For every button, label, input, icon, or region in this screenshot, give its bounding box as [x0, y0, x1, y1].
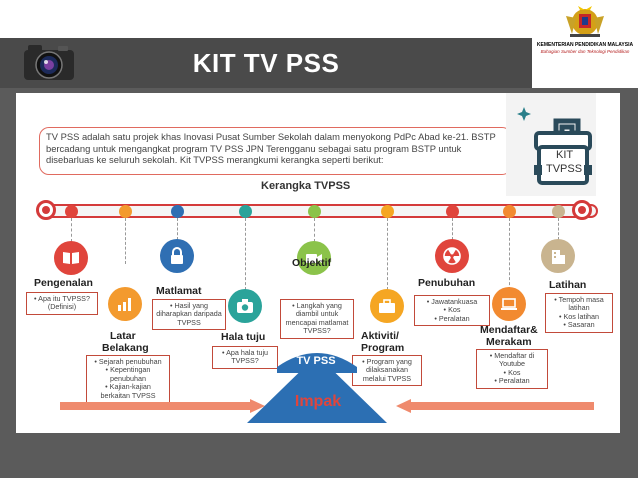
right-arrow [396, 399, 594, 413]
penubuhan-item-3: Peralatan [418, 314, 486, 323]
mendaftar-title-2: Merakam [486, 336, 532, 348]
kerangka-title: Kerangka TVPSS [261, 180, 351, 192]
bar-chart-icon [118, 298, 131, 311]
content-panel: TV PSS adalah satu projek khas Inovasi P… [16, 93, 620, 433]
latar-item-3: Kajian-kajian berkaitan TVPSS [90, 383, 166, 400]
briefcase-icon [379, 299, 395, 313]
toolbox-icon [506, 93, 596, 196]
camera-icon [24, 45, 74, 80]
mendaftar-circle [492, 287, 526, 321]
building-icon [552, 250, 565, 264]
camera-small-icon [237, 299, 253, 313]
dot-mendaftar [503, 205, 516, 218]
stem-penubuhan [452, 218, 453, 240]
latar-title-2: Belakang [102, 342, 149, 354]
dot-pengenalan [65, 205, 78, 218]
video-camera-icon [306, 254, 322, 263]
pengenalan-item: Apa itu TVPSS? (Definisi) [30, 294, 94, 312]
stem-aktiviti [387, 218, 388, 290]
latar-item-2: Kepentingan penubuhan [90, 366, 166, 383]
mendaftar-box: Mendaftar di Youtube Kos Peralatan [476, 349, 548, 389]
objektif-circle [297, 241, 331, 275]
stem-halatuju [245, 218, 246, 290]
stem-latar [125, 218, 126, 264]
penubuhan-box: Jawatankuasa Kos Peralatan [414, 295, 490, 327]
stem-matlamat [177, 218, 178, 240]
aktiviti-box: Program yang dilaksanakan melalui TVPSS [352, 355, 422, 387]
top-bar [0, 0, 638, 38]
timeline-end-cap [572, 200, 592, 220]
penubuhan-circle [435, 239, 469, 273]
stem-objektif [314, 218, 315, 242]
logo-line-2: Bahagian Sumber dan Teknologi Pendidikan [540, 49, 630, 54]
intro-text: TV PSS adalah satu projek khas Inovasi P… [39, 127, 512, 175]
stem-latihan [558, 218, 559, 240]
objektif-box: Langkah yang diambil untuk mencapai matl… [280, 299, 354, 339]
tvpss-label: TV PSS [296, 355, 336, 367]
title-bar [0, 38, 532, 88]
dot-penubuhan [446, 205, 459, 218]
aktiviti-title-2: Program [361, 342, 405, 354]
penubuhan-item-2: Kos [418, 305, 486, 314]
impak-label: Impak [294, 393, 342, 410]
dot-matlamat [171, 205, 184, 218]
objektif-item: Langkah yang diambil untuk mencapai matl… [284, 301, 350, 336]
radiation-icon [443, 247, 461, 265]
halatuju-item: Apa hala tuju TVPSS? [216, 348, 274, 366]
penubuhan-item-1: Jawatankuasa [418, 297, 486, 306]
objektif-title: Objektif [292, 257, 332, 269]
mendaftar-title-1: Mendaftar& [480, 324, 538, 336]
latar-circle [108, 287, 142, 321]
dot-latihan [552, 205, 565, 218]
stem-mendaftar [509, 218, 510, 290]
latar-box: Sejarah penubuhan Kepentingan penubuhan … [86, 355, 170, 404]
latihan-circle [541, 239, 575, 273]
matlamat-circle [160, 239, 194, 273]
aktiviti-title-1: Aktiviti/ [361, 330, 399, 342]
halatuju-title: Hala tuju [221, 331, 266, 343]
page-title: KIT TV PSS [192, 48, 340, 78]
aktiviti-circle [370, 289, 404, 323]
pengenalan-circle [54, 241, 88, 275]
kit-label-2: TVPSS [546, 163, 583, 175]
matlamat-box: Hasil yang diharapkan daripada TVPSS [152, 299, 226, 331]
dot-halatuju [239, 205, 252, 218]
mendaftar-item-2: Kos [480, 368, 544, 377]
latihan-title: Latihan [549, 279, 587, 291]
latihan-item-3: Sasaran [549, 320, 609, 329]
matlamat-title: Matlamat [156, 285, 202, 297]
latar-title-1: Latar [110, 330, 136, 342]
timeline-start-cap [36, 200, 56, 220]
latihan-box: Tempoh masa latihan Kos latihan Sasaran [545, 293, 613, 333]
lock-icon [171, 247, 183, 264]
latihan-item-1: Tempoh masa latihan [549, 295, 609, 313]
mendaftar-item-1: Mendaftar di Youtube [480, 351, 544, 369]
pengenalan-box: Apa itu TVPSS? (Definisi) [26, 292, 98, 315]
impak-base [247, 353, 387, 423]
mendaftar-item-3: Peralatan [480, 376, 544, 385]
book-icon [63, 252, 79, 264]
latar-item-1: Sejarah penubuhan [90, 357, 166, 366]
pengenalan-title: Pengenalan [34, 277, 93, 289]
dot-latar [119, 205, 132, 218]
ministry-logo: KEMENTERIAN PENDIDIKAN MALAYSIA Bahagian… [532, 0, 638, 88]
stem-pengenalan [71, 218, 72, 242]
laptop-icon [501, 298, 517, 310]
matlamat-item: Hasil yang diharapkan daripada TVPSS [156, 301, 222, 327]
dot-aktiviti [381, 205, 394, 218]
aktiviti-item: Program yang dilaksanakan melalui TVPSS [356, 357, 418, 383]
left-arrow [60, 399, 265, 413]
latihan-item-2: Kos latihan [549, 312, 609, 321]
logo-line-1: KEMENTERIAN PENDIDIKAN MALAYSIA [536, 42, 634, 48]
kit-label-1: KIT [556, 149, 574, 161]
penubuhan-title: Penubuhan [418, 277, 476, 289]
dot-objektif [308, 205, 321, 218]
crest-icon [566, 6, 604, 37]
halatuju-box: Apa hala tuju TVPSS? [212, 346, 278, 369]
halatuju-circle [228, 289, 262, 323]
